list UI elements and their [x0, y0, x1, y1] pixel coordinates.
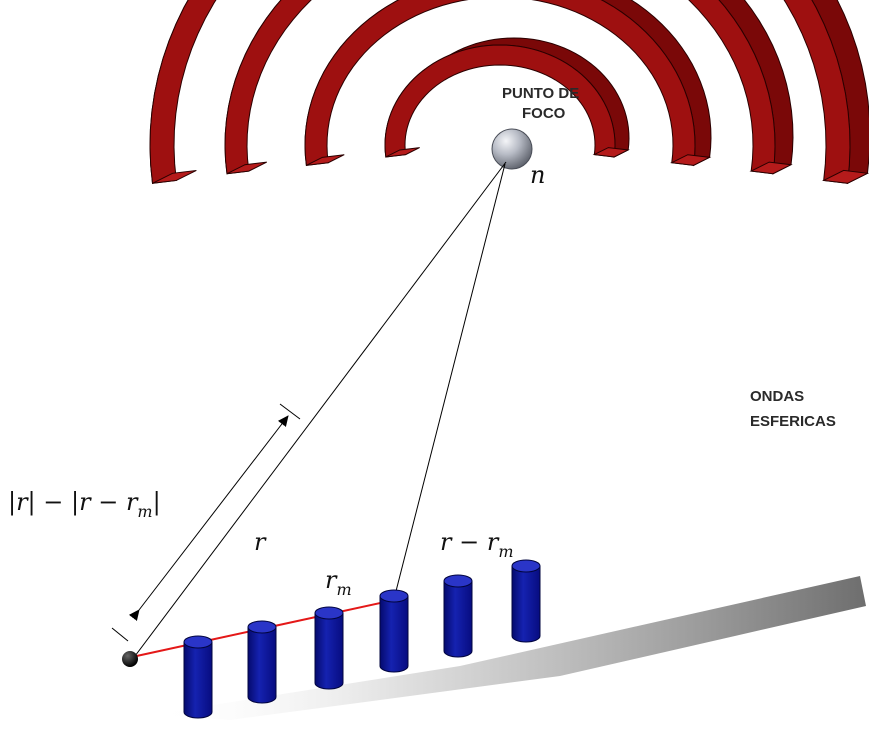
sensor-top: [511, 559, 541, 573]
label-n: n: [530, 161, 545, 189]
focus-sphere-icon: [491, 128, 533, 170]
sensor-cylinder-icon: [511, 565, 541, 643]
focus-label-line1: PUNTO DE: [502, 85, 579, 102]
ground-shadow: [150, 576, 866, 720]
dimension-arrow: [128, 415, 289, 621]
line-sensor-to-focus: [393, 163, 506, 600]
dimension-extension-bottom: [111, 627, 129, 642]
wave-shell-cap-1-2: [821, 169, 869, 184]
sensor-cylinder-icon: [247, 626, 277, 704]
sensor-cylinder-icon: [314, 612, 344, 690]
wave-shell-cap-4-1: [385, 147, 420, 158]
sensor-top: [379, 589, 409, 603]
sensor-top: [314, 606, 344, 620]
label-r: r: [254, 528, 267, 556]
wave-shell-cap-3-2: [670, 154, 712, 166]
origin-black-dot-icon: [122, 651, 138, 667]
focus-label-line2: FOCO: [522, 105, 566, 122]
wave-shell-cap-3-1: [306, 154, 345, 166]
spherical-wave-shells: [149, 0, 869, 185]
label-r-minus-rm: r − rm: [440, 528, 513, 561]
dimension-extension-top: [279, 403, 301, 420]
wave-shell-cap-4-2: [592, 147, 630, 158]
label-distance-difference: |r| − |r − rm|: [8, 488, 161, 521]
sensor-cylinder-icon: [379, 595, 409, 673]
wave-shell-cap-2-2: [749, 161, 793, 175]
sensor-top: [183, 635, 213, 649]
label-rm: rm: [325, 566, 352, 599]
sensor-cylinder-icon: [443, 580, 473, 658]
wave-shell-cap-2-1: [226, 161, 268, 175]
sensor-cylinder-icon: [183, 641, 213, 719]
sensor-top: [247, 620, 277, 634]
waves-label-line1: ONDAS: [750, 388, 804, 405]
sensor-top: [443, 574, 473, 588]
waves-label-line2: ESFERICAS: [750, 413, 836, 430]
sensor-array: [183, 559, 541, 719]
wave-shell-cap-1-1: [152, 169, 197, 184]
